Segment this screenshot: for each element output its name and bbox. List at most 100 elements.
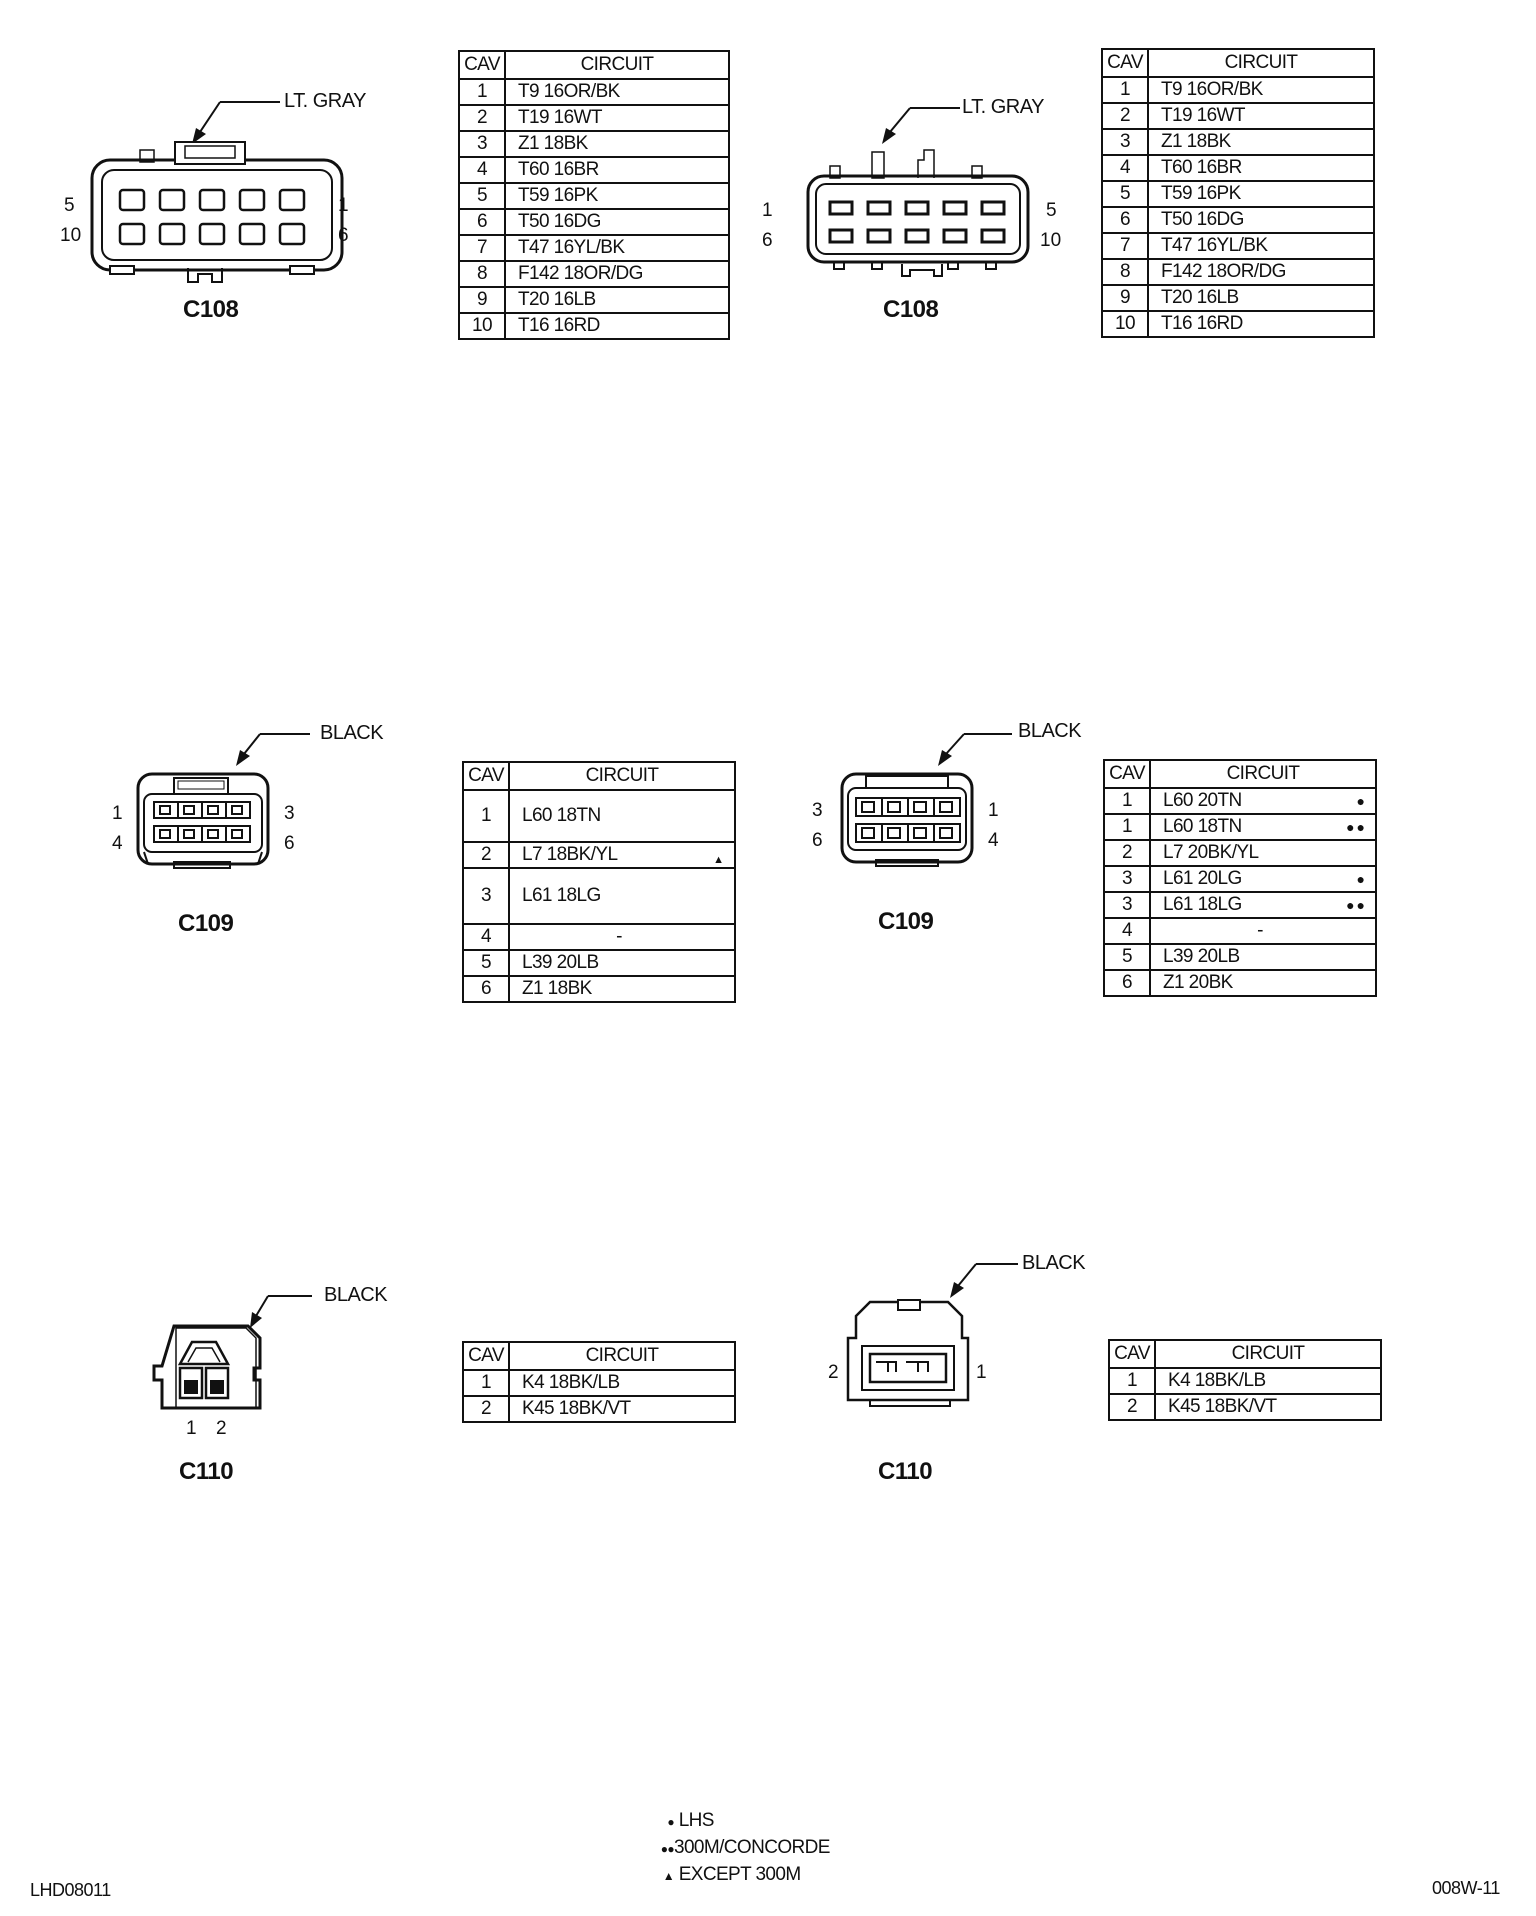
circuit-cell: L60 18TN●●: [1149, 813, 1377, 841]
cav-header: CAV: [1108, 1339, 1156, 1369]
cav-cell: 4: [1103, 917, 1151, 945]
circuit-text: T20 16LB: [1161, 287, 1239, 308]
cav-cell: 1: [462, 789, 510, 843]
cav-cell: 3: [1103, 891, 1151, 919]
c108-right-pin-10: 10: [1040, 230, 1062, 251]
circuit-text: -: [616, 926, 622, 947]
circuit-text: L39 20LB: [1163, 946, 1240, 967]
circuit-text: K45 18BK/VT: [522, 1398, 631, 1419]
circuit-text: K45 18BK/VT: [1168, 1396, 1277, 1417]
circuit-cell: Z1 20BK: [1149, 969, 1377, 997]
legend-text: EXCEPT 300M: [678, 1864, 801, 1885]
circuit-text: T47 16YL/BK: [1161, 235, 1268, 256]
circuit-cell: T16 16RD: [504, 312, 730, 340]
legend-text: LHS: [678, 1810, 715, 1831]
circuit-cell: K45 18BK/VT: [508, 1395, 736, 1423]
c109-right-connector-drawing: [840, 733, 1012, 867]
c109-left-color-label: BLACK: [320, 722, 384, 744]
c109-left-name: C109: [178, 910, 234, 937]
c110-left-color-label: BLACK: [324, 1284, 388, 1306]
circuit-text: T16 16RD: [1161, 313, 1243, 334]
circuit-cell: L60 20TN●: [1149, 787, 1377, 815]
circuit-text: F142 18OR/DG: [1161, 261, 1286, 282]
circuit-cell: T59 16PK: [504, 182, 730, 210]
c110-right-connector-drawing: [846, 1263, 1018, 1407]
cav-cell: 6: [1103, 969, 1151, 997]
legend-item-except-300m: ▲ EXCEPT 300M: [652, 1862, 830, 1889]
cav-header: CAV: [462, 761, 510, 791]
legend-symbol: ▲: [662, 1869, 675, 1883]
cav-cell: 5: [1103, 943, 1151, 971]
document-id: LHD08011: [30, 1880, 111, 1900]
circuit-cell: Z1 18BK: [508, 975, 736, 1003]
legend-symbol: ●●: [660, 1842, 675, 1856]
c109-right-pin-4: 4: [988, 830, 999, 851]
c108-left-pin-6: 6: [338, 225, 349, 246]
circuit-text: K4 18BK/LB: [1168, 1370, 1266, 1391]
c110-left-pin-1: 1: [186, 1418, 197, 1439]
circuit-cell: T50 16DG: [504, 208, 730, 236]
cav-header: CAV: [1103, 759, 1151, 789]
c110-right-pin-2: 2: [828, 1362, 839, 1383]
cav-cell: 1: [1101, 76, 1149, 104]
circuit-cell: L60 18TN: [508, 789, 736, 843]
cav-cell: 2: [458, 104, 506, 132]
c109-right-pin-1: 1: [988, 800, 999, 821]
circuit-text: Z1 18BK: [518, 133, 588, 154]
cav-cell: 4: [1101, 154, 1149, 182]
c109-left-pin-6: 6: [284, 833, 295, 854]
circuit-text: L60 18TN: [1163, 816, 1242, 837]
circuit-cell: T20 16LB: [1147, 284, 1375, 312]
cav-cell: 4: [458, 156, 506, 184]
circuit-text: L39 20LB: [522, 952, 599, 973]
cav-cell: 8: [458, 260, 506, 288]
legend-symbol: ●: [667, 1815, 674, 1829]
circuit-header: CIRCUIT: [508, 1341, 736, 1371]
cav-header: CAV: [458, 50, 506, 80]
circuit-cell: T16 16RD: [1147, 310, 1375, 338]
circuit-text: T9 16OR/BK: [1161, 79, 1263, 100]
circuit-cell: T60 16BR: [504, 156, 730, 184]
cav-cell: 9: [1101, 284, 1149, 312]
circuit-header: CIRCUIT: [1149, 759, 1377, 789]
c110-left-connector-drawing: [152, 1295, 312, 1410]
circuit-cell: T19 16WT: [504, 104, 730, 132]
cav-cell: 3: [462, 867, 510, 925]
c108-right-name: C108: [883, 296, 939, 323]
c110-left-pin-2: 2: [216, 1418, 227, 1439]
variant-marker: ●●: [1346, 897, 1367, 913]
circuit-text: L61 20LG: [1163, 868, 1242, 889]
circuit-text: L7 20BK/YL: [1163, 842, 1259, 863]
c108-right-color-label: LT. GRAY: [962, 96, 1044, 118]
circuit-text: T50 16DG: [1161, 209, 1244, 230]
circuit-cell: L39 20LB: [1149, 943, 1377, 971]
c108-left-pin-1: 1: [338, 195, 349, 216]
circuit-text: T50 16DG: [518, 211, 601, 232]
c110-right-pin-1: 1: [976, 1362, 987, 1383]
legend: ● LHS ●●300M/CONCORDE ▲ EXCEPT 300M: [652, 1808, 831, 1889]
c109-left-connector-drawing: [136, 733, 310, 869]
c110-right-color-label: BLACK: [1022, 1252, 1086, 1274]
